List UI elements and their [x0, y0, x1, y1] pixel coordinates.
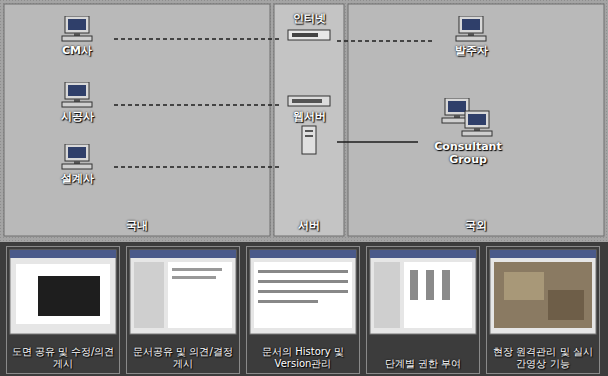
pc-icon: [61, 144, 93, 170]
node-label: 발주자: [455, 44, 488, 57]
top-ground: [0, 0, 608, 242]
network-link: [114, 38, 281, 39]
node-label: 설계사: [61, 172, 94, 185]
region-panel: 국외 발주자 Consultant Group: [348, 4, 604, 236]
screenshot: [370, 250, 476, 334]
node-label: 웹서버: [293, 110, 326, 123]
feature-box: 도면 공유 및 수정/의견 게시: [6, 246, 120, 374]
tower-icon: [300, 125, 318, 155]
node-label: 시공사: [61, 110, 94, 123]
region-label: 국외: [348, 219, 604, 232]
node-label: CM사: [62, 44, 92, 57]
group-icon: [440, 98, 496, 138]
feature-caption: 문서공유 및 의견/결정 게시: [130, 346, 236, 370]
node-label: Consultant Group: [422, 140, 514, 166]
server-icon: [287, 94, 331, 108]
feature-caption: 도면 공유 및 수정/의견 게시: [10, 346, 116, 370]
feature-box: 문서의 History 및 Version관리: [246, 246, 360, 374]
screenshot: [10, 250, 116, 334]
bottom-band: [0, 242, 608, 376]
pc-icon: [455, 16, 487, 42]
overseas-panel-ground: [348, 4, 604, 236]
computer-node: 시공사: [40, 78, 114, 132]
server-node: 웹서버: [281, 90, 337, 194]
feature-caption: 단계별 권한 부여: [370, 358, 476, 370]
feature-caption: 문서의 History 및 Version관리: [250, 346, 356, 370]
internet-node: 인터넷: [281, 10, 337, 72]
region-label: 서버: [274, 219, 344, 232]
network-link: [337, 141, 418, 142]
screenshot: [130, 250, 236, 334]
server-panel-ground: [274, 4, 344, 236]
pc-icon: [61, 82, 93, 108]
feature-box: 현장 원격관리 및 실시간영상 기능: [486, 246, 600, 374]
network-link: [114, 104, 281, 105]
pc-icon: [61, 16, 93, 42]
screenshot-thumbnails: [10, 250, 596, 334]
network-link: [337, 40, 434, 41]
computer-node: 발주자: [434, 12, 508, 66]
region-panel: 서버 인터넷웹서버: [274, 4, 344, 236]
router-icon: [287, 27, 331, 43]
screenshot: [490, 250, 596, 334]
computer-node: CM사: [40, 12, 114, 66]
computer-node: 설계사: [40, 140, 114, 194]
network-link: [114, 166, 281, 167]
feature-box: 문서공유 및 의견/결정 게시: [126, 246, 240, 374]
feature-box: 단계별 권한 부여: [366, 246, 480, 374]
feature-caption: 현장 원격관리 및 실시간영상 기능: [490, 346, 596, 370]
region-panel: 국내 CM사시공사설계사: [4, 4, 270, 236]
screenshot: [250, 250, 356, 334]
node-label: 인터넷: [293, 12, 326, 25]
group-node: Consultant Group: [418, 94, 518, 184]
region-label: 국내: [4, 219, 270, 232]
